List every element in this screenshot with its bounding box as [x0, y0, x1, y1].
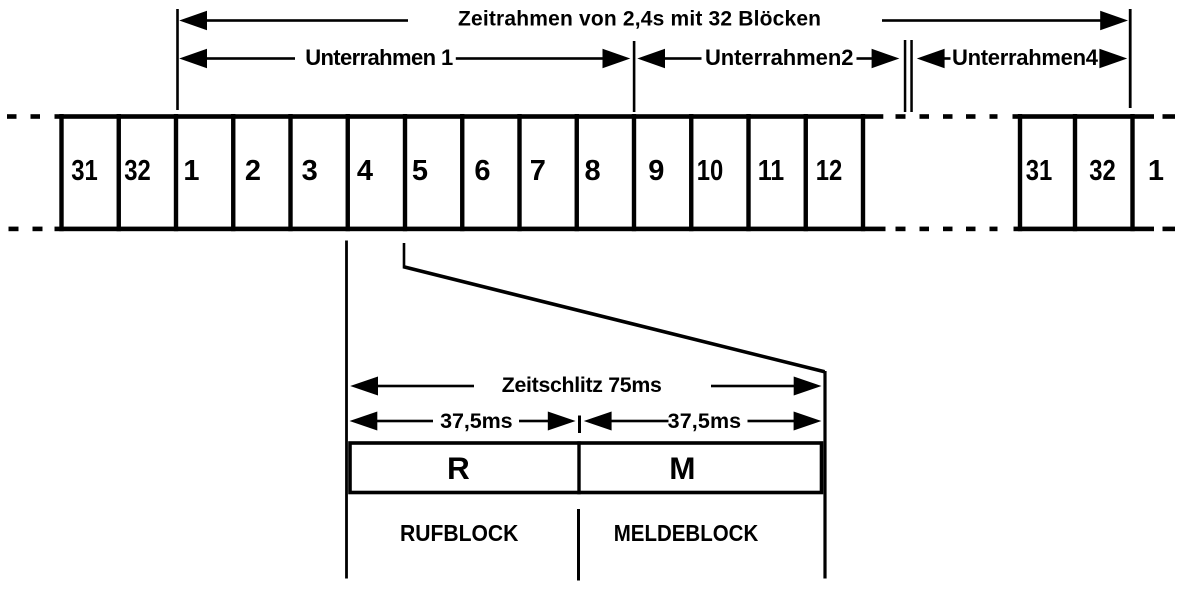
- svg-text:R: R: [447, 450, 470, 486]
- svg-text:Unterrahmen 1: Unterrahmen 1: [305, 45, 453, 70]
- svg-text:37,5ms: 37,5ms: [668, 409, 742, 433]
- svg-text:7: 7: [530, 155, 546, 187]
- svg-text:Unterrahmen2: Unterrahmen2: [705, 45, 854, 70]
- svg-text:31: 31: [71, 155, 98, 187]
- svg-text:10: 10: [697, 155, 724, 187]
- svg-text:1: 1: [1148, 155, 1164, 187]
- svg-text:31: 31: [1026, 155, 1053, 187]
- svg-text:4: 4: [357, 155, 373, 187]
- svg-text:2: 2: [245, 155, 261, 187]
- svg-text:3: 3: [302, 155, 318, 187]
- svg-text:MELDEBLOCK: MELDEBLOCK: [614, 520, 759, 546]
- svg-text:M: M: [669, 450, 695, 486]
- svg-text:RUFBLOCK: RUFBLOCK: [400, 520, 519, 546]
- svg-text:11: 11: [758, 155, 785, 187]
- svg-text:6: 6: [474, 155, 490, 187]
- svg-text:8: 8: [585, 155, 601, 187]
- svg-text:32: 32: [124, 155, 151, 187]
- svg-text:1: 1: [183, 155, 199, 187]
- svg-text:5: 5: [412, 155, 428, 187]
- svg-text:32: 32: [1089, 155, 1116, 187]
- svg-text:12: 12: [816, 155, 843, 187]
- svg-text:Unterrahmen4: Unterrahmen4: [952, 45, 1099, 70]
- svg-text:9: 9: [648, 155, 664, 187]
- svg-text:Zeitrahmen von 2,4s mit 32 Blö: Zeitrahmen von 2,4s mit 32 Blöcken: [458, 8, 821, 31]
- svg-text:37,5ms: 37,5ms: [440, 409, 513, 433]
- svg-text:Zeitschlitz 75ms: Zeitschlitz 75ms: [502, 373, 662, 397]
